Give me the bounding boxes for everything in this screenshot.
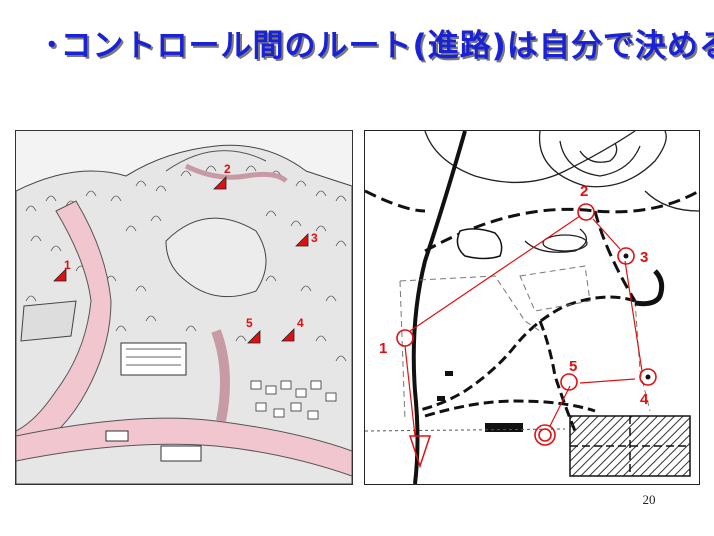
illustration-control-3: 3	[311, 231, 318, 245]
map-start-triangle	[408, 435, 432, 469]
map-control-circles	[396, 203, 657, 446]
map-control-3: 3	[640, 249, 648, 266]
terrain-illustration-svg: 1 2 3 4 5	[16, 144, 352, 484]
map-control-1: 1	[379, 340, 387, 357]
slide-title: ･コントロール間のルート(進路)は自分で決める	[44, 28, 714, 64]
orienteering-map-svg: 1 2 3 4 5	[365, 131, 699, 484]
illustration-control-1: 1	[64, 258, 71, 272]
illustration-control-4: 4	[297, 316, 304, 330]
illustration-control-flags	[53, 176, 309, 344]
illustration-control-5: 5	[246, 316, 253, 330]
orienteering-map: 1 2 3 4 5	[364, 130, 700, 485]
map-control-2: 2	[580, 183, 588, 200]
page-number: 20	[642, 492, 656, 507]
terrain-illustration: 1 2 3 4 5	[15, 130, 353, 485]
map-control-4: 4	[640, 391, 649, 408]
illustration-control-2: 2	[224, 162, 231, 176]
map-control-5: 5	[569, 358, 577, 375]
map-course-lines	[404, 215, 643, 437]
